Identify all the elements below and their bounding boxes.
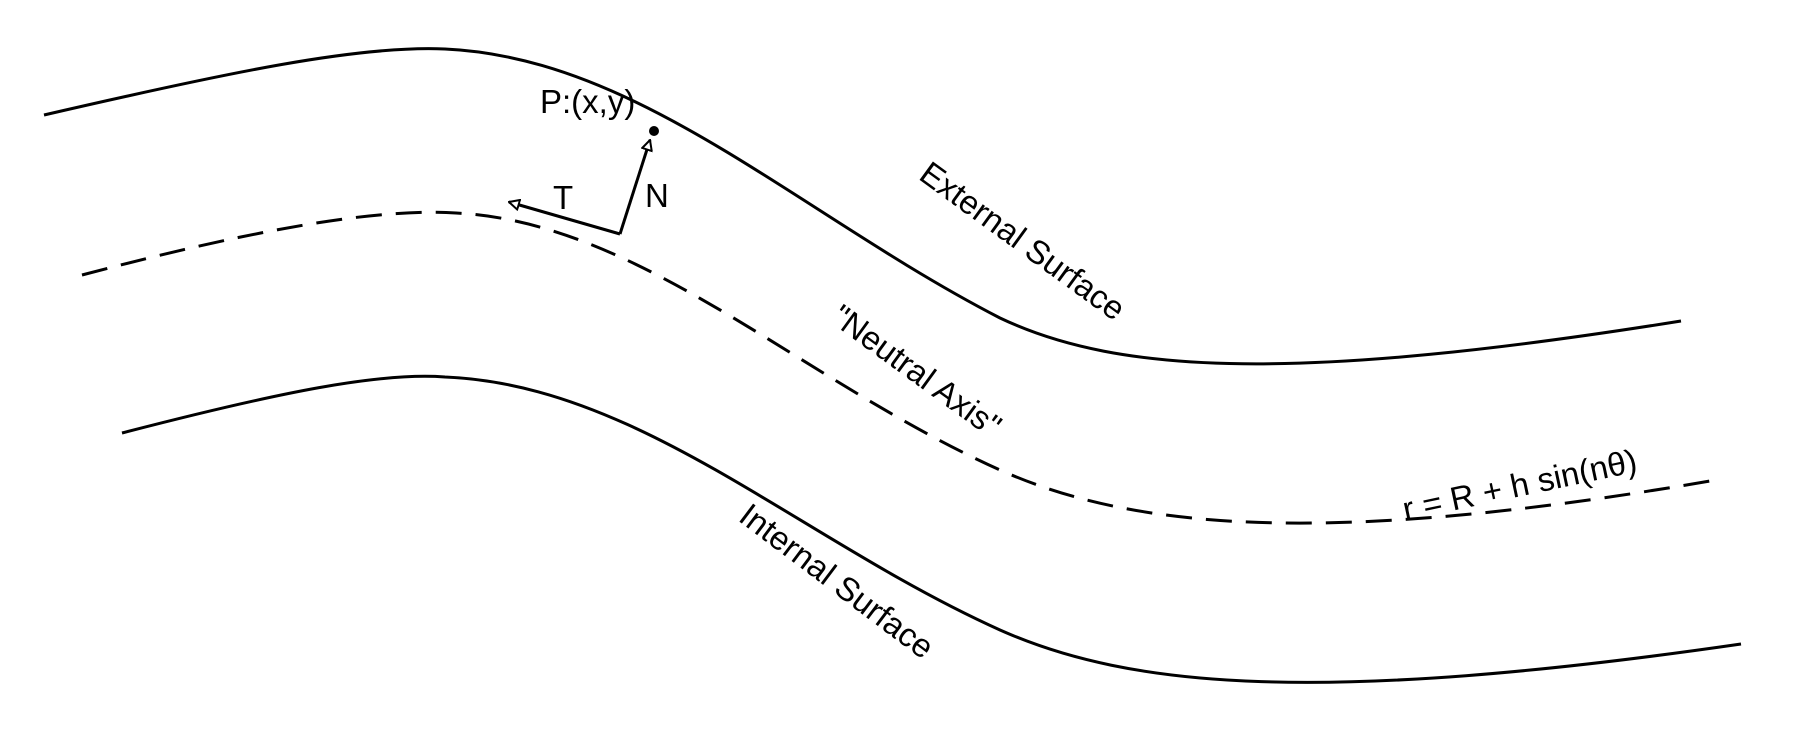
neutral-axis-curve — [81, 210, 1711, 525]
tangent-label: T — [553, 179, 573, 216]
tangent-vector-arrow — [509, 202, 621, 236]
neutral-axis-label: "Neutral Axis" — [825, 297, 1008, 444]
normal-vector-arrow — [618, 140, 650, 235]
point-label: P:(x,y) — [540, 83, 635, 120]
normal-label: N — [645, 177, 669, 214]
external-surface-label: External Surface — [913, 154, 1132, 327]
internal-surface-curve — [121, 374, 1742, 684]
internal-surface-label: Internal Surface — [733, 496, 941, 666]
point-p-dot — [649, 126, 659, 136]
external-surface-curve — [43, 47, 1682, 366]
equation-label: r = R + h sin(nθ) — [1399, 442, 1640, 528]
